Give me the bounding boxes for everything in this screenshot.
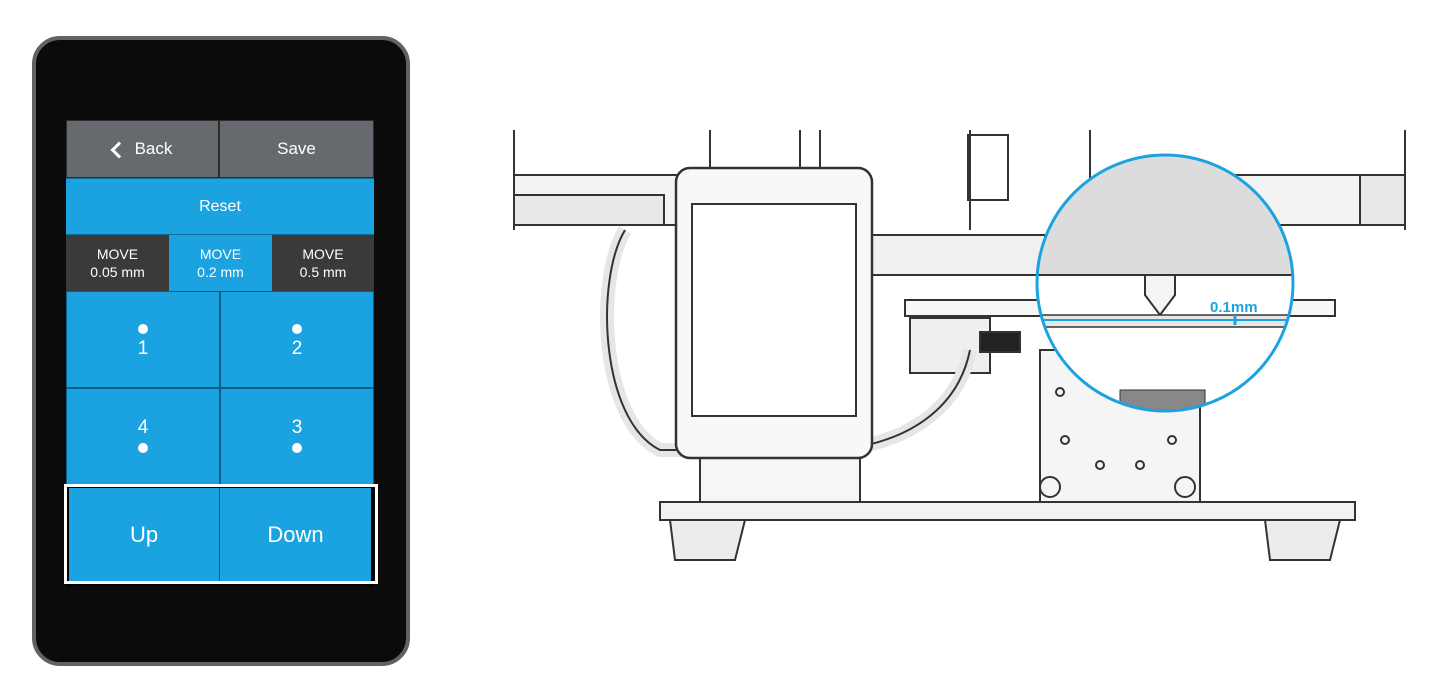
move-label: MOVE (96, 246, 139, 262)
back-button[interactable]: Back (66, 120, 219, 178)
move-label: MOVE (199, 246, 242, 262)
move-05-button[interactable]: MOVE 0.5 mm (272, 235, 374, 291)
dot-icon (138, 442, 148, 453)
touch-screen: Back Save Reset MOVE 0.05 mm MOVE 0.2 mm… (66, 120, 374, 586)
reset-button[interactable]: Reset (66, 178, 374, 235)
down-button[interactable]: Down (220, 488, 371, 582)
point-2-button[interactable]: 2 (220, 291, 374, 388)
up-label: Up (129, 522, 159, 547)
dot-icon (138, 323, 148, 334)
move-distance: 0.5 mm (299, 264, 347, 280)
move-02-button[interactable]: MOVE 0.2 mm (169, 235, 272, 291)
up-button[interactable]: Up (69, 488, 220, 582)
down-label: Down (267, 522, 324, 547)
dot-icon (292, 442, 302, 453)
save-button[interactable]: Save (219, 120, 374, 178)
point-label: 1 (137, 337, 149, 359)
move-distance: 0.2 mm (197, 264, 244, 280)
point-label: 3 (291, 416, 303, 438)
dot-icon (292, 323, 302, 334)
point-1-button[interactable]: 1 (66, 291, 220, 388)
point-4-button[interactable]: 4 (66, 388, 220, 485)
chevron-left-icon (110, 141, 128, 159)
point-3-button[interactable]: 3 (220, 388, 374, 485)
point-label: 2 (291, 337, 303, 359)
point-label: 4 (137, 416, 149, 438)
move-005-button[interactable]: MOVE 0.05 mm (66, 235, 169, 291)
reset-label: Reset (199, 197, 241, 215)
save-label: Save (277, 139, 316, 158)
move-distance: 0.05 mm (90, 264, 145, 280)
printer-illustration: 0.1mm (513, 130, 1406, 561)
back-label: Back (134, 139, 173, 158)
gap-label: 0.1mm (1210, 299, 1258, 316)
move-label: MOVE (302, 246, 344, 262)
